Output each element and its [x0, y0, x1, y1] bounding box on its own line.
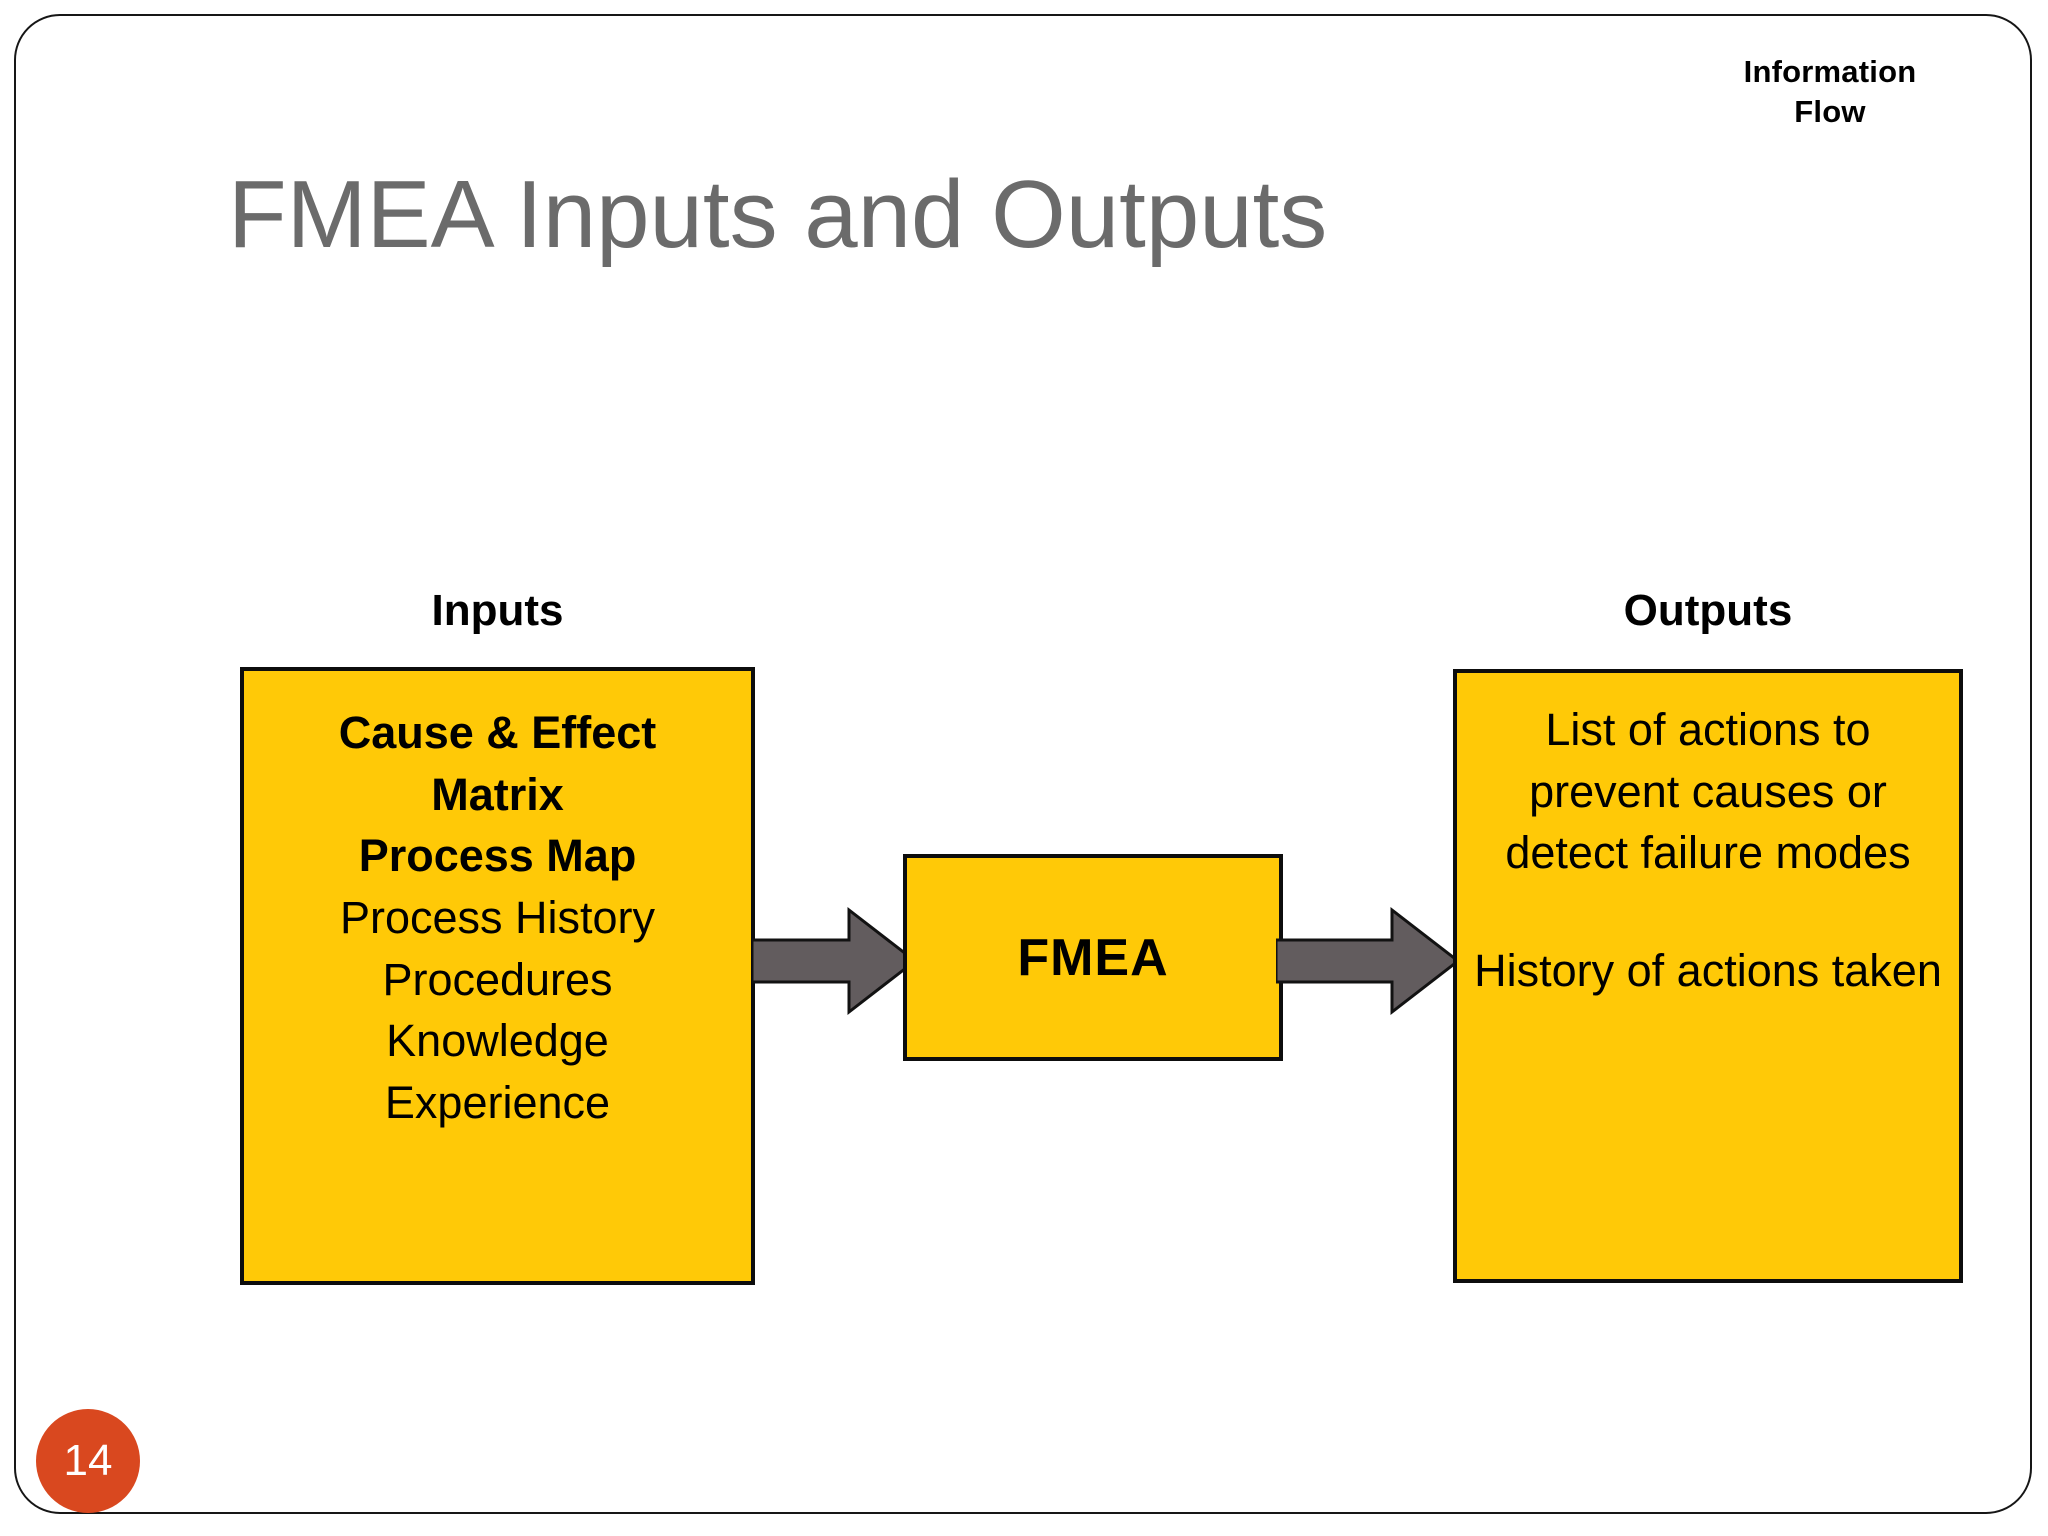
list-item: Procedures	[382, 953, 613, 1005]
list-item: Experience	[384, 1076, 611, 1128]
information-flow-line-2: Flow	[1794, 93, 1866, 129]
information-flow-note: Information Flow	[1610, 52, 2048, 131]
page-number-badge: 14	[36, 1409, 140, 1513]
inputs-list: Cause & Effect Matrix Process Map Proces…	[244, 702, 751, 1133]
list-item: List of actions to prevent causes or det…	[1505, 704, 1911, 879]
information-flow-line-1: Information	[1743, 54, 1917, 89]
inputs-box: Cause & Effect Matrix Process Map Proces…	[240, 667, 755, 1285]
list-item: History of actions taken	[1474, 944, 1942, 996]
list-item: Process Map	[358, 830, 637, 882]
arrow-fmea-to-outputs-icon	[1276, 906, 1460, 1016]
list-item: Process History	[339, 891, 656, 943]
list-item: Cause & Effect Matrix	[338, 707, 657, 820]
inputs-caption: Inputs	[431, 586, 564, 635]
outputs-box: List of actions to prevent causes or det…	[1453, 669, 1963, 1283]
fmea-process-box: FMEA	[903, 854, 1283, 1061]
outputs-caption: Outputs	[1623, 586, 1793, 635]
fmea-label: FMEA	[1017, 928, 1169, 987]
outputs-text: List of actions to prevent causes or det…	[1457, 699, 1959, 1002]
arrow-inputs-to-fmea-icon	[752, 906, 917, 1016]
paragraph-spacer	[1471, 884, 1945, 940]
page-title: FMEA Inputs and Outputs	[228, 161, 1328, 268]
list-item: Knowledge	[386, 1015, 609, 1067]
